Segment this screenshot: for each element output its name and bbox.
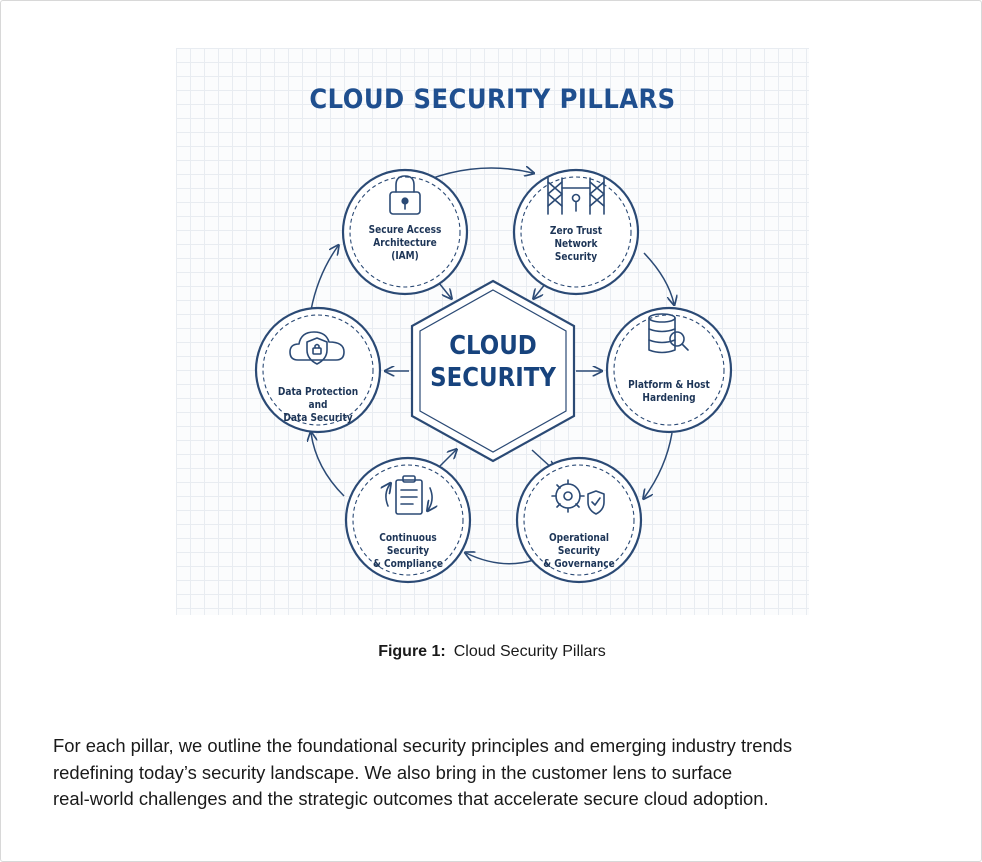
paragraph-line: real-world challenges and the strategic …	[53, 788, 769, 809]
center-label-line2: SECURITY	[430, 363, 556, 393]
pillar-label-line: & Governance	[543, 558, 615, 570]
padlock-icon	[389, 175, 421, 215]
paragraph-line: For each pillar, we outline the foundati…	[53, 735, 793, 756]
center-label-line1: CLOUD	[449, 331, 537, 361]
arrow-dataprotection-to-iam	[310, 246, 338, 311]
pillar-label-line: Operational Security	[548, 532, 610, 557]
figure-number: Figure 1:	[378, 643, 446, 660]
pillar-label-zerotrust: Zero Trust Network Security	[526, 225, 626, 264]
figure-title: CLOUD SECURITY PILLARS	[309, 84, 676, 115]
pillar-label-operational: Operational Security & Governance	[529, 532, 629, 571]
pillar-circle-continuous	[344, 456, 472, 584]
arrow-platform-to-operational	[644, 432, 673, 498]
pillar-label-line: Data Security	[283, 412, 353, 424]
cycle-arrows	[310, 168, 674, 565]
pillar-circle-operational	[515, 456, 643, 584]
pillar-label-iam: Secure Access Architecture (IAM)	[355, 224, 455, 263]
pillar-label-platform: Platform & Host Hardening	[619, 379, 719, 405]
arrow-continuous-to-dataprotection	[311, 433, 345, 497]
pillar-label-line: Data Protection and	[277, 386, 359, 411]
pillar-label-line: Platform & Host	[628, 379, 710, 391]
pillar-label-line: Security	[554, 251, 598, 263]
pillar-label-line: Zero Trust	[549, 225, 603, 237]
pillar-label-continuous: Continuous Security & Compliance	[358, 532, 458, 571]
pillar-label-line: (IAM)	[391, 250, 419, 262]
paragraph-line: redefining today’s security landscape. W…	[53, 761, 733, 783]
pillar-circle-zerotrust	[512, 168, 640, 296]
pillar-label-line: Hardening	[642, 392, 696, 404]
gear-shield-icon	[551, 479, 605, 515]
pillar-label-line: Architecture	[373, 237, 437, 249]
clipboard-cycle-icon	[386, 475, 432, 515]
arrow-operational-to-continuous	[466, 553, 535, 565]
pillars-diagram	[254, 48, 733, 584]
figure-caption-text: Cloud Security Pillars	[453, 643, 606, 660]
figure-caption: Figure 1: Cloud Security Pillars	[1, 643, 982, 661]
pillar-circle-platform	[605, 306, 733, 434]
server-search-icon	[648, 313, 689, 354]
pillar-label-line: Network	[554, 238, 598, 250]
cloud-security-pillars-figure: CLOUD SECURITY PILLARS CLOUD SECURITY Se…	[176, 48, 809, 615]
pillar-label-line: Secure Access	[368, 224, 442, 236]
pillar-label-dataprotection: Data Protection and Data Security	[268, 386, 368, 425]
pillar-label-line: Continuous Security	[379, 532, 437, 557]
body-paragraph: For each pillar, we outline the foundati…	[53, 733, 943, 813]
pillar-label-line: & Compliance	[373, 558, 443, 570]
center-label: CLOUD SECURITY	[414, 330, 572, 394]
pillar-circle-iam	[341, 168, 469, 296]
pillar-circles	[254, 168, 733, 584]
center-hexagon	[410, 279, 576, 463]
pillar-circle-dataprotection	[254, 306, 382, 434]
network-lock-icon	[547, 177, 605, 215]
arrow-zerotrust-to-platform	[643, 252, 674, 304]
cloud-shield-icon	[289, 331, 345, 365]
